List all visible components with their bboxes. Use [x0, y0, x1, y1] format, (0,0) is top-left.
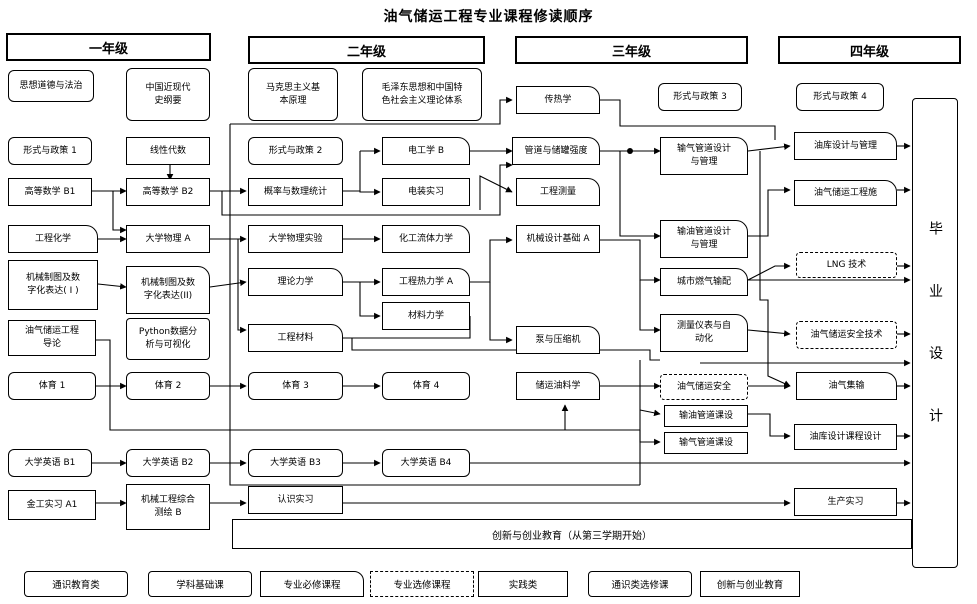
course-thermodynamics-a: 工程热力学 A	[382, 268, 470, 296]
year-header-1: 一年级	[6, 33, 211, 61]
course-gas-pipeline-project: 输气管道课设	[664, 432, 748, 454]
course-pe-2: 体育 2	[126, 372, 210, 400]
legend-major-elective: 专业选修课程	[370, 571, 474, 597]
course-intro: 油气储运工程 导论	[8, 320, 96, 356]
course-policy-1: 形式与政策 1	[8, 137, 92, 165]
course-physics-a: 大学物理 A	[126, 225, 210, 253]
course-gas-pipeline-design: 输气管道设计 与管理	[660, 137, 748, 175]
course-mech-survey-b: 机械工程综合 测绘 B	[126, 484, 210, 530]
course-safety-technology: 油气储运安全技术	[796, 321, 897, 349]
course-mech-design-a: 机械设计基础 A	[516, 225, 600, 253]
year-header-4: 四年级	[778, 36, 961, 64]
course-marxism: 马克思主义基 本原理	[248, 68, 338, 121]
course-electrical-practice: 电装实习	[382, 178, 470, 206]
course-oil-pipeline-design: 输油管道设计 与管理	[660, 220, 748, 258]
course-construction: 油气储运工程施	[794, 180, 897, 206]
course-lng: LNG 技术	[796, 252, 897, 278]
course-electrotechnics-b: 电工学 B	[382, 137, 470, 165]
innovation-education-bar: 创新与创业教育（从第三学期开始）	[232, 519, 912, 549]
course-math-b1: 高等数学 B1	[8, 178, 92, 206]
course-depot-design-project: 油库设计课程设计	[794, 424, 897, 450]
course-pump-compressor: 泵与压缩机	[516, 326, 600, 354]
course-drawing-1: 机械制图及数 字化表达( I )	[8, 260, 98, 310]
course-production-practice: 生产实习	[794, 488, 897, 516]
course-policy-4: 形式与政策 4	[796, 83, 884, 111]
course-pe-3: 体育 3	[248, 372, 343, 400]
course-cognition-practice: 认识实习	[248, 486, 343, 514]
course-storage-safety: 油气储运安全	[660, 374, 748, 400]
course-theoretical-mechanics: 理论力学	[248, 268, 343, 296]
course-thought-morality-law: 思想道德与法治	[8, 70, 94, 102]
course-policy-3: 形式与政策 3	[658, 83, 742, 111]
course-oil-pipeline-project: 输油管道课设	[664, 405, 748, 427]
legend-innovation: 创新与创业教育	[700, 571, 800, 597]
course-instrument-automation: 测量仪表与自 动化	[660, 314, 748, 352]
course-drawing-2: 机械制图及数 字化表达(II)	[126, 266, 210, 314]
course-metalwork-a1: 金工实习 A1	[8, 490, 96, 520]
course-eng-materials: 工程材料	[248, 324, 343, 352]
page-title: 油气储运工程专业课程修读顺序	[383, 9, 594, 25]
course-english-b4: 大学英语 B4	[382, 449, 470, 477]
course-eng-chemistry: 工程化学	[8, 225, 98, 253]
course-english-b2: 大学英语 B2	[126, 449, 210, 477]
course-modern-history: 中国近现代 史纲要	[126, 68, 210, 121]
graduation-design: 毕 业 设 计	[912, 98, 958, 568]
course-physics-lab: 大学物理实验	[248, 225, 343, 253]
course-gathering: 油气集输	[796, 372, 897, 400]
course-probability: 概率与数理统计	[248, 178, 343, 206]
course-pe-4: 体育 4	[382, 372, 470, 400]
year-header-2: 二年级	[248, 36, 485, 64]
course-linear-algebra: 线性代数	[126, 137, 210, 165]
legend-general-education: 通识教育类	[24, 571, 128, 597]
legend-major-required: 专业必修课程	[260, 571, 364, 597]
course-pipe-tank-strength: 管道与储罐强度	[512, 137, 600, 165]
legend-subject-basic: 学科基础课	[148, 571, 252, 597]
course-material-mechanics: 材料力学	[382, 302, 470, 330]
legend-general-elective: 通识类选修课	[588, 571, 692, 597]
course-python: Python数据分 析与可视化	[126, 318, 210, 360]
course-heat-transfer: 传热学	[516, 86, 600, 114]
course-pe-1: 体育 1	[8, 372, 96, 400]
course-city-gas: 城市燃气输配	[660, 268, 748, 296]
course-engineering-survey: 工程测量	[516, 178, 600, 206]
course-fluid-mechanics: 化工流体力学	[382, 225, 470, 253]
year-header-3: 三年级	[515, 36, 748, 64]
course-english-b1: 大学英语 B1	[8, 449, 92, 477]
course-english-b3: 大学英语 B3	[248, 449, 343, 477]
course-depot-design: 油库设计与管理	[794, 132, 897, 160]
course-mao-thought: 毛泽东思想和中国特 色社会主义理论体系	[362, 68, 482, 121]
course-oil-storage-materials: 储运油料学	[516, 372, 600, 400]
course-math-b2: 高等数学 B2	[126, 178, 210, 206]
graduation-design-label: 毕 业 设 计	[927, 221, 943, 445]
course-policy-2: 形式与政策 2	[248, 137, 343, 165]
legend-practice: 实践类	[478, 571, 568, 597]
